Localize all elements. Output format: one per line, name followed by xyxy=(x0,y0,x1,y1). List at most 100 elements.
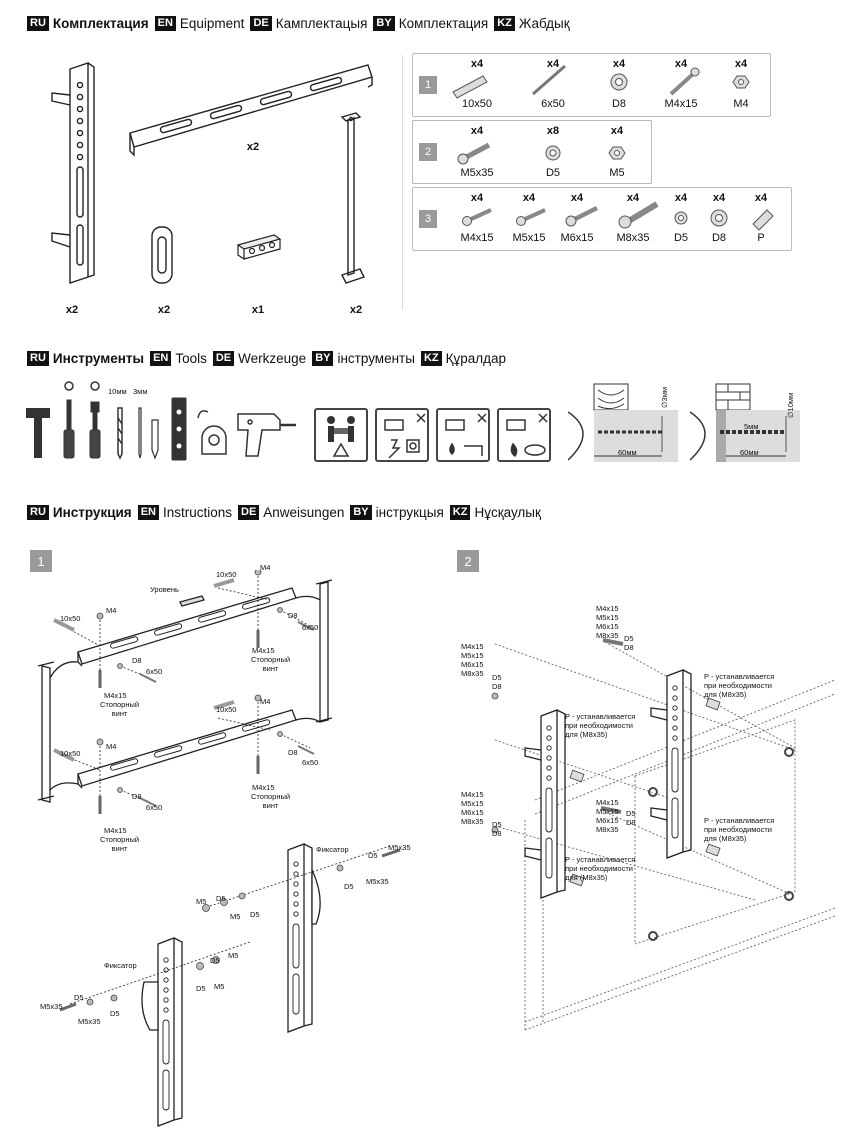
pack3-label-4: M8x35 xyxy=(616,232,650,244)
label-d5-right-d: D5 xyxy=(250,910,260,919)
parts-illustration xyxy=(51,62,373,284)
lang-tag-ru: RU xyxy=(27,505,49,520)
label-nut-top-left: M4 xyxy=(106,606,117,615)
pack2-label-1: M5x35 xyxy=(460,167,494,179)
label-d5-right-b: D5 xyxy=(344,882,354,891)
label-anchor-top-right: 10x50 xyxy=(216,570,237,579)
brick-drilling-diagram xyxy=(690,383,800,462)
pack1-label-5: M4 xyxy=(733,98,749,110)
instructions-title-de: Anweisungen xyxy=(263,505,345,520)
lang-tag-kz: KZ xyxy=(494,16,515,31)
screw-list-top-left: M4x15 M5x15 M6x15 M8x35 xyxy=(461,642,484,678)
pack1-qty-5: x4 xyxy=(734,58,748,70)
pack1-qty-3: x4 xyxy=(612,58,626,70)
p-note-top-right: P - устанавливается при необходимости дл… xyxy=(704,672,775,699)
label-bolt-desc-top-left: Стопорный винт xyxy=(100,700,140,718)
warning-gas-icon xyxy=(497,408,551,462)
label-level: Уровень xyxy=(150,585,179,594)
equipment-title-ru: Комплектация xyxy=(52,16,149,31)
label-bolt-desc-bottom-left: Стопорный винт xyxy=(100,835,140,853)
pack1-label-4: M4x15 xyxy=(664,98,698,110)
washers-bottom-left: D5 D8 xyxy=(492,820,502,838)
label-bolt-bottom-right: M4x15 xyxy=(252,783,275,792)
level-drawing xyxy=(236,234,282,261)
label-m5x35-left-b: M5x35 xyxy=(78,1017,101,1026)
pack3-qty-5: x4 xyxy=(674,192,688,204)
warning-water-pipe-icon xyxy=(436,408,490,462)
pack3-qty-6: x4 xyxy=(712,192,726,204)
label-d5-right-a: D5 xyxy=(368,851,378,860)
p-note-bottom-right: P - устанавливается при необходимости дл… xyxy=(704,816,775,843)
warning-electric-icon xyxy=(375,408,429,462)
pack3-label-5: D5 xyxy=(673,232,689,244)
pack2-qty-1: x4 xyxy=(470,125,484,137)
washers-middle: D5 D8 xyxy=(626,809,636,827)
lang-tag-by: BY xyxy=(350,505,372,520)
level-qty: x1 xyxy=(251,304,265,316)
pack2-label-2: D5 xyxy=(545,167,561,179)
screw-list-middle: M4x15 M5x15 M6x15 M8x35 xyxy=(596,798,619,834)
pack-3-hardware-icons xyxy=(462,201,774,231)
washers-top-right: D5 D8 xyxy=(624,634,634,652)
instructions-header: RU Инструкция EN Instructions DE Anweisu… xyxy=(27,505,547,520)
pack-2-hardware-icons xyxy=(457,142,626,165)
pencil-icon xyxy=(151,419,159,460)
label-anchor-bottom-right: 10x50 xyxy=(216,705,237,714)
screw-list-top-right: M4x15 M5x15 M6x15 M8x35 xyxy=(596,604,619,640)
wood-diameter-label: ∅3мм xyxy=(660,386,669,408)
pack2-qty-3: x4 xyxy=(610,125,624,137)
pack3-label-1: M4x15 xyxy=(460,232,494,244)
lang-tag-en: EN xyxy=(137,505,159,520)
lang-tag-en: EN xyxy=(154,16,176,31)
drill-bit-3-icon xyxy=(138,407,142,459)
equipment-title-by: Комплектация xyxy=(398,16,489,31)
pack3-qty-4: x4 xyxy=(626,192,640,204)
rail-drawing xyxy=(129,64,373,157)
label-m5x35-left: M5x35 xyxy=(40,1002,63,1011)
hardware-pack-2: 2 x4 M5x35 x8 D5 x4 M5 xyxy=(412,120,652,184)
pack2-qty-2: x8 xyxy=(546,125,560,137)
pack3-label-2: M5x15 xyxy=(512,232,546,244)
step-1-diagram xyxy=(37,570,401,1127)
label-nut-top-right: M4 xyxy=(260,563,271,572)
label-bolt-desc-top-right: Стопорный винт xyxy=(251,655,291,673)
lang-tag-by: BY xyxy=(373,16,395,31)
tools-title-ru: Инструменты xyxy=(52,351,145,366)
tools-header: RU Инструменты EN Tools DE Werkzeuge BY … xyxy=(27,351,512,366)
upright-qty: x2 xyxy=(65,304,79,316)
label-screw-bottom-right: 6x50 xyxy=(302,758,319,767)
pack-number-3: 3 xyxy=(419,210,437,228)
instructions-title-by: інструкцыя xyxy=(375,505,444,520)
spacer-qty: x2 xyxy=(157,304,171,316)
label-d5-left-b: D5 xyxy=(196,984,206,993)
label-bolt-top-left: M4x15 xyxy=(104,691,127,700)
pack3-label-3: M6x15 xyxy=(560,232,594,244)
spacer-drawing xyxy=(151,226,173,284)
pack1-label-1: 10x50 xyxy=(462,98,492,110)
label-washer-top-right: D8 xyxy=(288,611,298,620)
pack3-qty-2: x4 xyxy=(522,192,536,204)
pack3-qty-1: x4 xyxy=(470,192,484,204)
lang-tag-kz: KZ xyxy=(420,351,442,366)
step-2-diagram xyxy=(491,638,836,1031)
pack3-qty-7: x4 xyxy=(754,192,768,204)
instructions-title-en: Instructions xyxy=(162,505,232,520)
label-d5-right-c: D5 xyxy=(216,894,226,903)
lang-tag-de: DE xyxy=(238,505,260,520)
pack1-qty-2: x4 xyxy=(546,58,560,70)
step-1-badge: 1 xyxy=(30,550,52,572)
label-lock-left: Фиксатор xyxy=(104,961,137,970)
pack1-qty-1: x4 xyxy=(470,58,484,70)
lang-tag-ru: RU xyxy=(27,351,49,366)
label-washer-bottom-left: D8 xyxy=(132,792,142,801)
label-screw-top-left: 6x50 xyxy=(146,667,163,676)
label-anchor-top-left: 10x50 xyxy=(60,614,81,623)
tape-measure-icon xyxy=(197,410,227,455)
label-screw-top-right: 6x50 xyxy=(302,623,319,632)
brick-depth-label: 60мм xyxy=(740,448,759,457)
label-screw-bottom-left: 6x50 xyxy=(146,803,163,812)
pack3-qty-3: x4 xyxy=(570,192,584,204)
equipment-title-de: Камплектацыя xyxy=(275,16,368,31)
hammer-icon xyxy=(26,408,50,458)
brick-gap-label: 5мм xyxy=(744,422,759,431)
